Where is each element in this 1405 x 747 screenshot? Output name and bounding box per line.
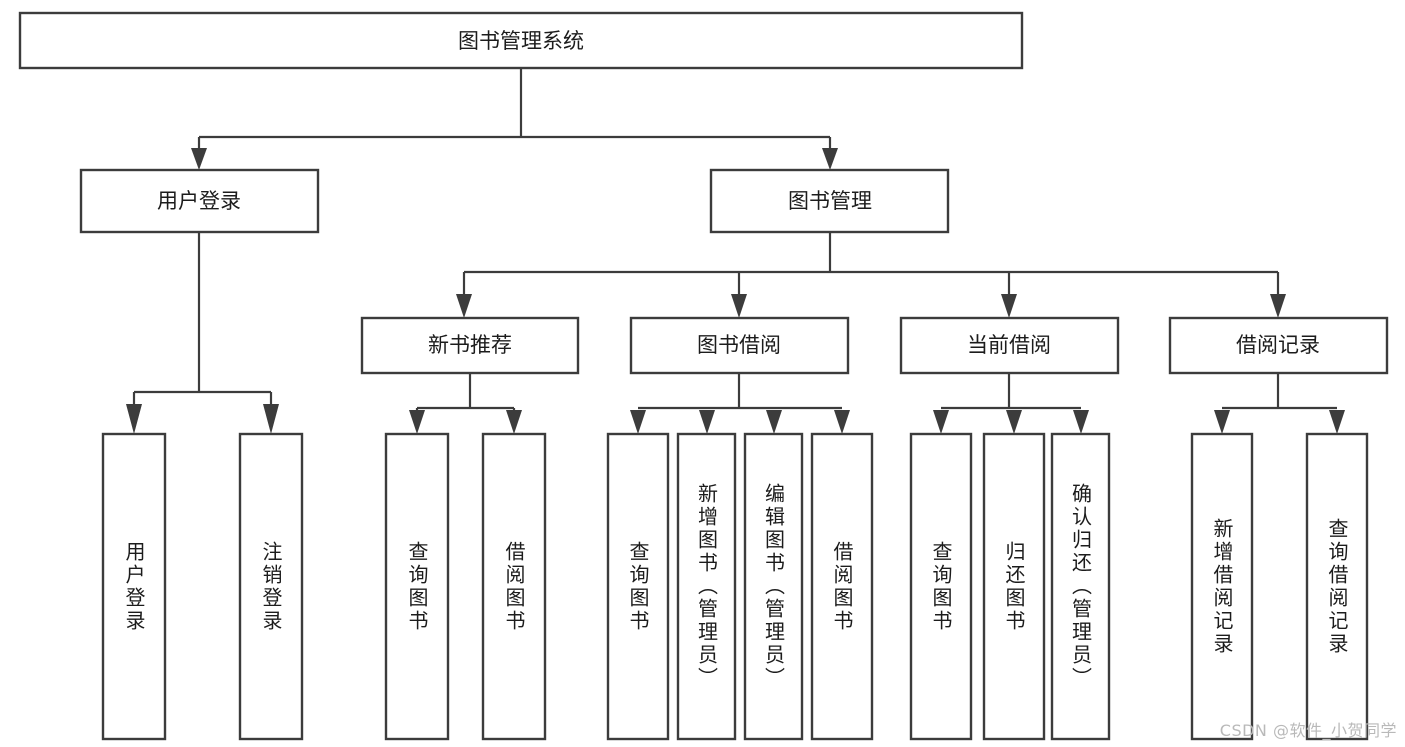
arrow-head-leaf-borrow-book-2 [834,410,850,434]
node-book-manage-label: 图书管理 [788,189,872,213]
arrow-head-book-borrow [731,294,747,318]
node-leaf-query-book-3-rect[interactable] [909,432,973,741]
node-user-login[interactable]: 用户登录 [79,168,320,234]
arrow-head-book-manage [822,148,838,170]
arrow-head-leaf-borrow-book-1 [506,410,522,434]
arrow-head-leaf-user-logout [263,404,279,434]
node-leaf-add-record-rect[interactable] [1190,432,1254,741]
arrow-head-leaf-query-book-2 [630,410,646,434]
connector-group-new-book-rec-to-leaves [409,373,522,434]
arrow-head-borrow-record [1270,294,1286,318]
node-leaf-query-book-1-rect[interactable] [384,432,450,741]
connector-group-book-manage-to-level3 [456,232,1286,318]
arrow-head-leaf-query-book-1 [409,410,425,434]
node-leaf-query-record-rect[interactable] [1305,432,1369,741]
node-book-manage[interactable]: 图书管理 [709,168,950,234]
leaf-boxes [101,432,1369,741]
arrow-head-leaf-edit-book [766,410,782,434]
arrow-head-new-book-rec [456,294,472,318]
arrow-head-leaf-query-book-3 [933,410,949,434]
arrow-head-leaf-return-book [1006,410,1022,434]
arrow-head-user-login [191,148,207,170]
node-root-label: 图书管理系统 [458,29,584,53]
node-root-rect[interactable] [18,11,1024,70]
connector-group-user-login-to-leaves [126,232,279,434]
node-book-borrow-label: 图书借阅 [697,333,781,357]
node-borrow-record-label: 借阅记录 [1236,333,1320,357]
node-user-login-label: 用户登录 [157,189,241,213]
node-leaf-borrow-book-1-rect[interactable] [481,432,547,741]
node-new-book-rec-label: 新书推荐 [428,333,512,357]
node-borrow-record[interactable]: 借阅记录 [1168,316,1389,375]
arrow-head-leaf-add-book [699,410,715,434]
node-leaf-return-book-rect[interactable] [982,432,1046,741]
node-book-borrow[interactable]: 图书借阅 [629,316,850,375]
node-leaf-user-logout-rect[interactable] [238,432,304,741]
node-book-manage-rect[interactable] [709,168,950,234]
node-new-book-rec-rect[interactable] [360,316,580,375]
node-leaf-confirm-return-rect[interactable] [1050,432,1111,741]
arrow-head-leaf-add-record [1214,410,1230,434]
node-borrow-record-rect[interactable] [1168,316,1389,375]
node-new-book-rec[interactable]: 新书推荐 [360,316,580,375]
node-current-borrow-rect[interactable] [899,316,1120,375]
arrow-head-leaf-confirm-return [1073,410,1089,434]
node-leaf-borrow-book-2-rect[interactable] [810,432,874,741]
node-book-borrow-rect[interactable] [629,316,850,375]
node-current-borrow[interactable]: 当前借阅 [899,316,1120,375]
connector-group-borrow-record-to-leaves [1214,373,1345,434]
node-root[interactable]: 图书管理系统 [18,11,1024,70]
connector-group-book-borrow-to-leaves [630,373,850,434]
node-user-login-rect[interactable] [79,168,320,234]
node-leaf-edit-book-rect[interactable] [743,432,804,741]
connector-group-root-to-level2 [191,68,838,170]
node-leaf-user-login-rect[interactable] [101,432,167,741]
node-current-borrow-label: 当前借阅 [967,333,1051,357]
arrow-head-current-borrow [1001,294,1017,318]
arrow-head-leaf-query-record [1329,410,1345,434]
node-leaf-query-book-2-rect[interactable] [606,432,670,741]
connector-group-current-borrow-to-leaves [933,373,1089,434]
node-leaf-add-book-rect[interactable] [676,432,737,741]
arrow-head-leaf-user-login [126,404,142,434]
csdn-watermark: CSDN @软件_小贺同学 [1219,721,1397,740]
